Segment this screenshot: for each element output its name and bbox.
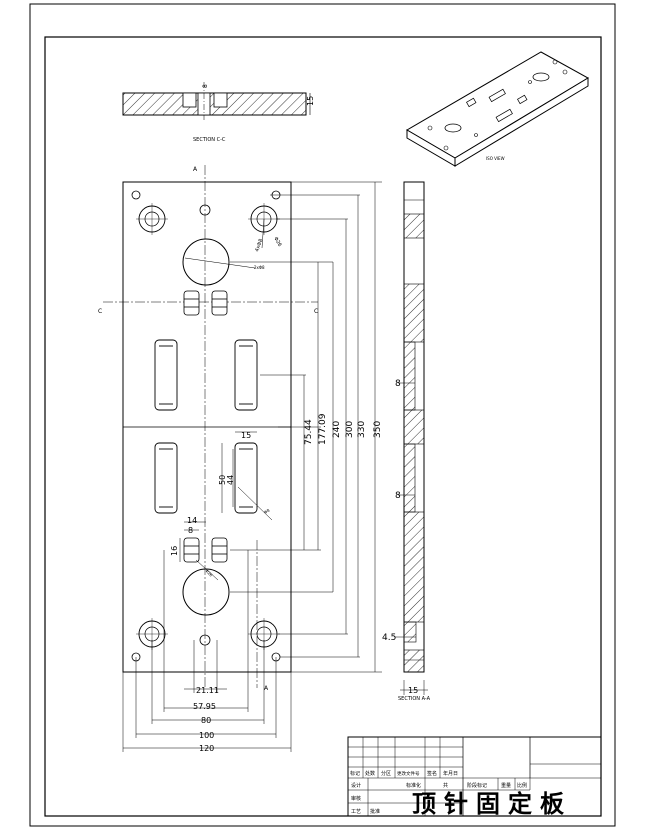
section-aa-label: SECTION A-A (398, 696, 431, 702)
section-cc-label: SECTION C-C (193, 137, 226, 143)
cut-a-bottom: A (264, 685, 269, 692)
hole-note-3: 2xΦ8 (254, 265, 265, 270)
large-hole-top (182, 238, 230, 286)
dim-75-44: 75.44 (304, 419, 314, 445)
outer-border (29, 3, 616, 827)
tb-label-scale: 比例 (517, 782, 527, 789)
dim-16: 16 (170, 546, 179, 556)
cc-thickness-dim: 15 (306, 96, 315, 106)
title-block-text: 标记 处数 分区 更改文件号 签名 年月日 设计 审核 工艺 标准化 批准 阶段… (350, 770, 572, 818)
tb-label-total: 共 (443, 782, 448, 789)
section-aa-view: 8 8 4.5 15 SECTION A-A (382, 181, 431, 702)
side-dim-15: 15 (408, 686, 418, 695)
dim-14: 14 (187, 516, 197, 525)
cc-hole-dim: 8 (202, 84, 209, 88)
title-block (347, 736, 602, 817)
hole-note-4: Φ8 (263, 507, 271, 514)
dim-100: 100 (199, 731, 214, 740)
dim-slot-50: 50 (218, 475, 227, 485)
tb-label-weight: 重量 (501, 782, 511, 789)
dim-350: 350 (373, 421, 383, 438)
iso-label: ISO VIEW (486, 156, 505, 161)
tb-label-change: 更改文件号 (397, 770, 420, 777)
tb-label-mark: 标记 (350, 770, 360, 777)
dim-slot-44: 44 (226, 475, 235, 485)
section-cc-view: 15 8 SECTION C-C (122, 82, 315, 143)
tb-label-approve: 批准 (370, 808, 380, 815)
horizontal-dims (122, 550, 292, 752)
hole-note-1: 4xΦ8 (254, 238, 264, 253)
tb-label-design: 设计 (351, 782, 361, 789)
dim-120: 120 (199, 744, 214, 753)
tb-label-zone: 分区 (381, 770, 391, 777)
cut-c-right: C (314, 308, 318, 315)
dim-177-09: 177.09 (318, 413, 328, 445)
long-slots (154, 339, 258, 514)
vertical-dims (230, 181, 382, 673)
tb-label-stage: 阶段标记 (467, 782, 487, 789)
dim-57-95: 57.95 (193, 702, 216, 711)
dim-240: 240 (332, 421, 342, 438)
tb-label-sign: 签名 (427, 770, 437, 777)
dim-21-11: 21.11 (196, 686, 219, 695)
slot-group-lower (183, 537, 228, 563)
side-dim-4-5: 4.5 (382, 633, 396, 643)
tb-label-standard: 标准化 (406, 782, 421, 789)
tb-label-review: 审核 (351, 795, 361, 802)
side-dim-8b: 8 (395, 491, 401, 501)
hole-top-left (136, 203, 168, 235)
side-dim-8a: 8 (395, 379, 401, 389)
tb-label-count: 处数 (365, 770, 375, 777)
hole-note-2: Φ26 (272, 236, 282, 248)
inner-border (44, 36, 602, 817)
dim-80: 80 (201, 716, 211, 725)
cut-c-left: C (98, 308, 102, 315)
dim-300: 300 (345, 421, 355, 438)
drawing-title: 顶针固定板 (412, 789, 572, 818)
hole-note-5: Φ26 (204, 568, 214, 578)
dim-330: 330 (357, 421, 367, 438)
dim-8: 8 (188, 526, 193, 535)
tb-label-process: 工艺 (351, 809, 361, 815)
dim-slot-15: 15 (241, 431, 251, 440)
tb-label-date: 年月日 (443, 770, 458, 777)
plan-view: A A C C (98, 165, 383, 753)
slot-group-upper (183, 290, 228, 316)
cut-a-top: A (193, 166, 198, 173)
iso-view: ISO VIEW (406, 51, 590, 167)
